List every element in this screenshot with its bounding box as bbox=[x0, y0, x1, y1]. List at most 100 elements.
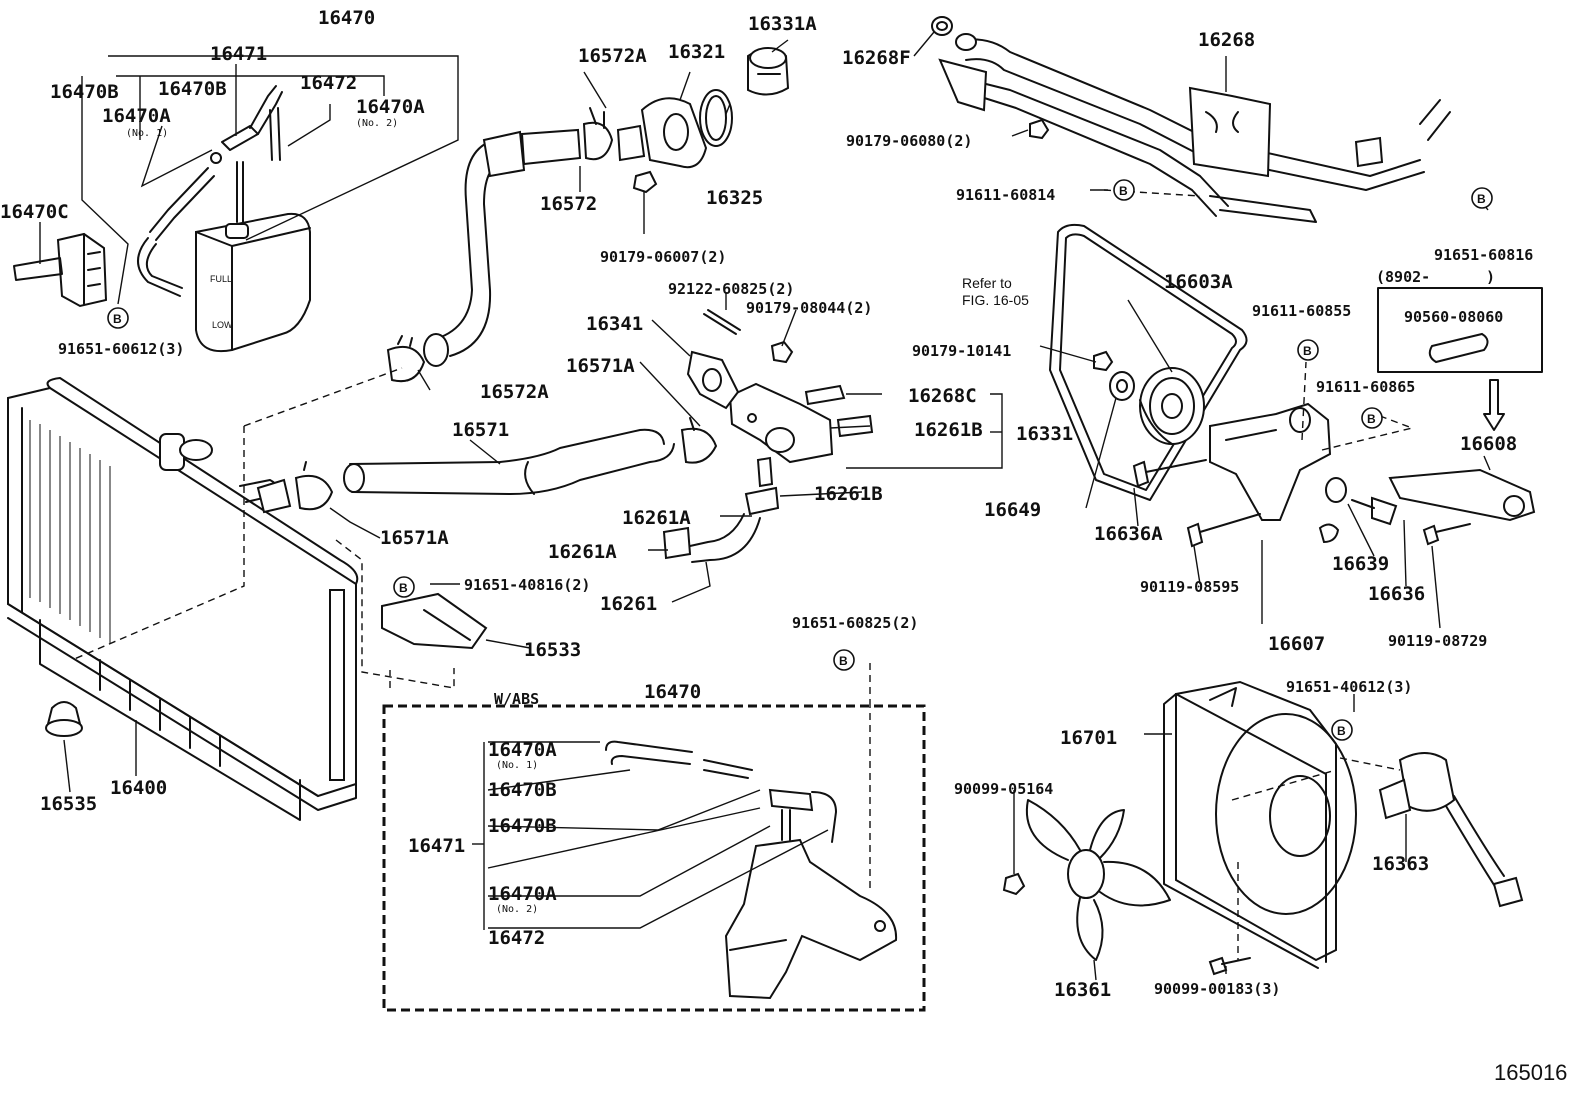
label-16321: 16321 bbox=[668, 41, 725, 63]
label-91651-60816: 91651-60816 bbox=[1434, 246, 1533, 264]
label-16331: 16331 bbox=[1016, 423, 1073, 445]
label-91651-60825: 91651-60825(2) bbox=[792, 614, 918, 632]
figure-number: 165016 bbox=[1494, 1060, 1567, 1085]
ref-marker-b-5: B bbox=[1361, 407, 1383, 429]
label-91651-60612: 91651-60612(3) bbox=[58, 340, 184, 358]
label-8902-close: ) bbox=[1486, 268, 1495, 286]
label-16470b: 16470B bbox=[488, 815, 557, 837]
radiator-support-16535 bbox=[45, 701, 83, 737]
label-16571a: 16571A bbox=[380, 527, 449, 549]
ref-marker-b-4: B bbox=[1297, 339, 1319, 361]
bracket-16607 bbox=[1209, 402, 1332, 521]
label-16268c: 16268C bbox=[908, 385, 977, 407]
label-fig-16-05: FIG. 16-05 bbox=[962, 292, 1029, 308]
label-91611-60855: 91611-60855 bbox=[1252, 302, 1351, 320]
pulley-16603a bbox=[1139, 367, 1205, 445]
label-91611-60865: 91611-60865 bbox=[1316, 378, 1415, 396]
svg-text:B: B bbox=[1303, 344, 1312, 358]
svg-text:B: B bbox=[1367, 412, 1376, 426]
v-belt bbox=[1049, 223, 1248, 501]
stud-92122-60825 bbox=[703, 309, 741, 335]
label-90179-06007: 90179-06007(2) bbox=[600, 248, 726, 266]
label-16470a: 16470A bbox=[488, 739, 557, 761]
label-16470: 16470 bbox=[644, 681, 701, 703]
label-16470b: 16470B bbox=[50, 81, 119, 103]
label-16701: 16701 bbox=[1060, 727, 1117, 749]
radiator-hose-16571 bbox=[256, 428, 675, 514]
label-90179-10141: 90179-10141 bbox=[912, 342, 1011, 360]
label-16470b: 16470B bbox=[158, 78, 227, 100]
radiator-hose-16572 bbox=[423, 128, 582, 367]
hose-clamp-16268f bbox=[931, 16, 953, 36]
svg-text:B: B bbox=[113, 312, 122, 326]
label-no1: (No. 1) bbox=[126, 128, 168, 139]
label-16535: 16535 bbox=[40, 793, 97, 815]
thermostat-16331a bbox=[747, 47, 790, 96]
nut-90179-10141 bbox=[1093, 350, 1114, 372]
ref-marker-b-8: B bbox=[1331, 719, 1353, 741]
label-16261b: 16261B bbox=[914, 419, 983, 441]
label-16636: 16636 bbox=[1368, 583, 1425, 605]
water-pipe-16268 bbox=[938, 33, 1451, 223]
label-16608: 16608 bbox=[1460, 433, 1517, 455]
clamps-16572a bbox=[386, 107, 614, 383]
bracket-16608 bbox=[1388, 468, 1536, 522]
label-16571: 16571 bbox=[452, 419, 509, 441]
water-inlet-16331 bbox=[728, 382, 834, 464]
label-16361: 16361 bbox=[1054, 979, 1111, 1001]
ref-marker-b-7: B bbox=[833, 649, 855, 671]
label-16363: 16363 bbox=[1372, 853, 1429, 875]
label-16470a: 16470A bbox=[356, 96, 425, 118]
part-labels: 16470 16471 16470B 16470B 16472 16470A (… bbox=[0, 7, 1567, 1085]
label-16471: 16471 bbox=[408, 835, 465, 857]
svg-text:B: B bbox=[839, 654, 848, 668]
spacer-16649 bbox=[1109, 371, 1135, 401]
reservoir-tank-16470: FULL LOW bbox=[195, 161, 311, 352]
fan-16361 bbox=[1025, 799, 1171, 961]
nut-90179-06080 bbox=[1029, 118, 1050, 140]
radiator-16400 bbox=[7, 377, 359, 821]
nut-90179-08044 bbox=[770, 340, 794, 364]
bracket-16470c bbox=[13, 232, 108, 308]
label-16636a: 16636A bbox=[1094, 523, 1163, 545]
label-16603a: 16603A bbox=[1164, 271, 1233, 293]
label-16572a: 16572A bbox=[480, 381, 549, 403]
label-16261a: 16261A bbox=[622, 507, 691, 529]
ref-marker-b-3: B bbox=[1471, 187, 1493, 209]
label-90119-08729: 90119-08729 bbox=[1388, 632, 1487, 650]
abs-variant-box bbox=[382, 704, 926, 1012]
fan-motor-16363 bbox=[1378, 752, 1524, 908]
bolts-16636a-90119-08595 bbox=[1132, 459, 1340, 548]
svg-text:LOW: LOW bbox=[212, 320, 233, 330]
label-8902: (8902- bbox=[1376, 268, 1430, 286]
label-16470c: 16470C bbox=[0, 201, 69, 223]
ref-marker-b-1: B bbox=[107, 307, 129, 329]
svg-text:B: B bbox=[1337, 724, 1346, 738]
label-16400: 16400 bbox=[110, 777, 167, 799]
label-91651-40816: 91651-40816(2) bbox=[464, 576, 590, 594]
label-16261b: 16261B bbox=[814, 483, 883, 505]
label-16533: 16533 bbox=[524, 639, 581, 661]
label-16325: 16325 bbox=[706, 187, 763, 209]
label-16341: 16341 bbox=[586, 313, 643, 335]
bracket-16533 bbox=[381, 592, 488, 650]
gasket-16341 bbox=[686, 350, 740, 410]
pipe-16268c-16261b bbox=[804, 384, 874, 438]
label-16639: 16639 bbox=[1332, 553, 1389, 575]
label-refer-to: Refer to bbox=[962, 275, 1012, 291]
ref-marker-b-2: B bbox=[1113, 179, 1135, 201]
reference-dashed-lines bbox=[71, 189, 1489, 960]
label-16649: 16649 bbox=[984, 499, 1041, 521]
label-16331a: 16331A bbox=[748, 13, 817, 35]
svg-text:B: B bbox=[1119, 184, 1128, 198]
label-16471: 16471 bbox=[210, 43, 267, 65]
label-16470b: 16470B bbox=[488, 779, 557, 801]
label-16261: 16261 bbox=[600, 593, 657, 615]
fasteners-90099 bbox=[1002, 872, 1251, 976]
label-16472: 16472 bbox=[300, 72, 357, 94]
leader-lines bbox=[39, 31, 1491, 981]
fan-shroud-16701 bbox=[1163, 680, 1357, 969]
nut-90179-06007 bbox=[632, 170, 658, 234]
